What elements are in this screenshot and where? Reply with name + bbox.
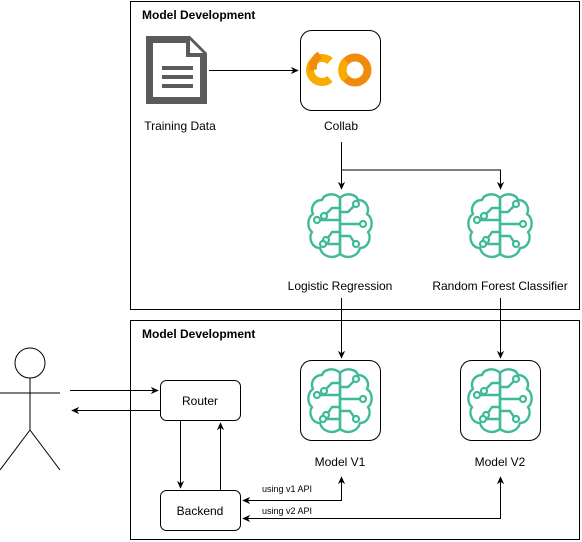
- user-actor-icon[interactable]: [0, 347, 61, 471]
- logistic-regression-label: Logistic Regression: [288, 279, 393, 293]
- collab-to-random-forest-arrow: [341, 142, 505, 190]
- backend-model-v2-arrow: [242, 476, 505, 523]
- top-container-title: Model Development: [142, 8, 255, 22]
- training-data-label: Training Data: [144, 119, 216, 133]
- router-node[interactable]: Router: [160, 380, 241, 421]
- colab-logo-icon: [306, 51, 372, 87]
- model-v2-label: Model V2: [475, 455, 526, 469]
- v2-api-label: using v2 API: [262, 506, 312, 516]
- collab-label: Collab: [324, 119, 358, 133]
- router-label: Router: [182, 394, 218, 408]
- model-v1-label: Model V1: [315, 455, 366, 469]
- model-v1-node[interactable]: [300, 360, 381, 441]
- model-v2-node[interactable]: [460, 360, 541, 441]
- document-icon[interactable]: [146, 36, 207, 104]
- v1-api-label: using v1 API: [262, 484, 312, 494]
- random-forest-label: Random Forest Classifier: [432, 279, 567, 293]
- collab-node[interactable]: [300, 30, 381, 111]
- backend-node[interactable]: Backend: [160, 490, 241, 531]
- backend-label: Backend: [177, 504, 224, 518]
- bottom-container-title: Model Development: [142, 327, 255, 341]
